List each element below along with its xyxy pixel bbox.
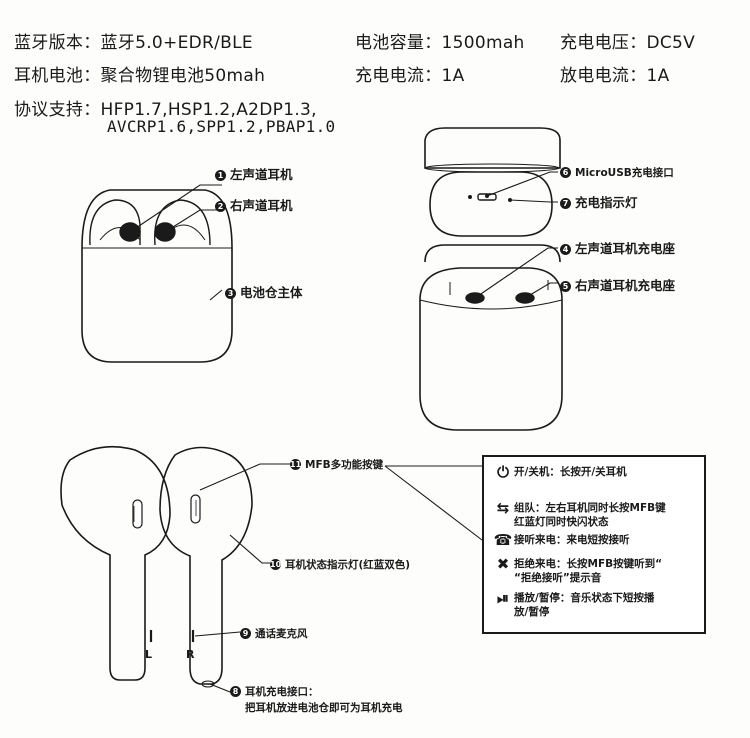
spec-value: 1500mah bbox=[441, 33, 525, 53]
left-earbud-mark: L bbox=[145, 648, 153, 661]
function-text: 拒绝来电：长按MFB按键听到“ “拒绝接听”提示音 bbox=[514, 558, 663, 584]
callout-number: 2 bbox=[215, 201, 226, 212]
function-row-power: ⏻ 开/关机：长按开/关耳机 bbox=[492, 463, 692, 481]
function-row-answer: ☎接听来电：来电短按接听 bbox=[492, 531, 692, 549]
play-pause-icon: ⏯ bbox=[496, 589, 509, 607]
callout-number: 5 bbox=[560, 281, 571, 292]
callout-number: 8 bbox=[230, 686, 241, 697]
callout-number: 4 bbox=[560, 244, 571, 255]
callout-call-microphone: 9 通话麦克风 bbox=[240, 626, 308, 641]
spec-value: 1A bbox=[441, 66, 465, 86]
spec-value: HFP1.7,HSP1.2,A2DP1.3, bbox=[100, 100, 317, 120]
callout-text: 通话麦克风 bbox=[255, 628, 308, 640]
function-row-pair: ⇆组队：左右耳机同时长按MFB键 红蓝灯同时快闪状态 bbox=[492, 501, 692, 529]
callout-number: 1 bbox=[215, 170, 226, 181]
callout-text: 右声道耳机 bbox=[230, 198, 293, 213]
callout-number: 6 bbox=[560, 167, 571, 178]
callout-number: 7 bbox=[560, 198, 571, 209]
mfb-function-panel: ⏻ 开/关机：长按开/关耳机 ⇆组队：左右耳机同时长按MFB键 红蓝灯同时快闪状态… bbox=[482, 455, 706, 634]
right-earbud-mark: R bbox=[186, 648, 195, 661]
spec-value: DC5V bbox=[646, 33, 696, 53]
function-text: 开/关机：长按开/关耳机 bbox=[514, 466, 627, 478]
callout-right-charging-slot: 5 右声道耳机充电座 bbox=[560, 275, 675, 294]
spec-label: 电池容量： bbox=[355, 33, 442, 53]
spec-earbud-battery: 耳机电池：聚合物锂电池50mah bbox=[14, 61, 265, 86]
function-text: 接听来电：来电短按接听 bbox=[514, 534, 630, 546]
left-earbud-illustration bbox=[60, 445, 171, 681]
reject-call-icon: ✖ bbox=[496, 555, 510, 573]
callout-text: 右声道耳机充电座 bbox=[575, 278, 676, 293]
charging-case-base-illustration bbox=[419, 244, 563, 431]
phone-icon: ☎ bbox=[493, 531, 513, 549]
spec-label: 耳机电池： bbox=[14, 66, 101, 86]
callout-right-earbud: 2 右声道耳机 bbox=[215, 195, 293, 214]
charging-case-front-illustration bbox=[429, 171, 553, 237]
callout-number: 3 bbox=[225, 288, 236, 299]
charging-case-open-illustration bbox=[81, 189, 233, 363]
callout-text: 左声道耳机 bbox=[230, 167, 293, 182]
callout-text: 耳机状态指示灯(红蓝双色) bbox=[285, 559, 411, 571]
spec-protocols: 协议支持：HFP1.7,HSP1.2,A2DP1.3, bbox=[14, 95, 317, 120]
spec-charge-current: 充电电流：1A bbox=[355, 61, 465, 86]
spec-protocols-line2: AVCRP1.6,SPP1.2,PBAP1.0 bbox=[107, 117, 336, 136]
callout-text: MFB多功能按键 bbox=[305, 459, 384, 471]
function-row-play-pause: ⏯ 播放/暂停：音乐状态下短按播 放/暂停 bbox=[492, 591, 692, 619]
spec-label: 充电电压： bbox=[560, 33, 647, 53]
spec-label: 放电电流： bbox=[560, 66, 647, 86]
callout-text: 左声道耳机充电座 bbox=[575, 241, 676, 256]
spec-discharge-current: 放电电流：1A bbox=[560, 61, 670, 86]
spec-value: 聚合物锂电池50mah bbox=[100, 66, 266, 86]
callout-microusb-port: 6 MicroUSB充电接口 bbox=[560, 165, 674, 180]
function-text: 播放/暂停：音乐状态下短按播 放/暂停 bbox=[514, 592, 655, 618]
right-earbud-illustration bbox=[159, 446, 253, 688]
callout-charging-indicator: 7 充电指示灯 bbox=[560, 192, 638, 211]
callout-left-charging-slot: 4 左声道耳机充电座 bbox=[560, 238, 675, 257]
callout-text: 电池仓主体 bbox=[240, 285, 303, 300]
callout-number: 9 bbox=[240, 628, 251, 639]
spec-label: 充电电流： bbox=[355, 66, 442, 86]
spec-value: 蓝牙5.0+EDR/BLE bbox=[100, 33, 253, 53]
spec-battery-capacity: 电池容量：1500mah bbox=[355, 28, 525, 53]
callout-earbud-charging-contact: 8 耳机充电接口： bbox=[230, 684, 319, 699]
spec-label: 协议支持： bbox=[14, 100, 101, 120]
power-icon: ⏻ bbox=[497, 463, 509, 481]
charging-case-lid-illustration bbox=[424, 127, 561, 173]
callout-number: 10 bbox=[270, 559, 282, 570]
callout-earbud-charging-contact-desc: 把耳机放进电池仓即可为耳机充电 bbox=[245, 702, 403, 714]
spec-value: 1A bbox=[646, 66, 670, 86]
callout-left-earbud: 1 左声道耳机 bbox=[215, 164, 293, 183]
callout-text: 充电指示灯 bbox=[575, 195, 638, 210]
spec-charge-voltage: 充电电压：DC5V bbox=[560, 28, 695, 53]
function-text: 组队：左右耳机同时长按MFB键 红蓝灯同时快闪状态 bbox=[514, 502, 666, 528]
callout-text: MicroUSB充电接口 bbox=[575, 167, 674, 179]
callout-text: 耳机充电接口： bbox=[245, 686, 319, 698]
callout-number: 11 bbox=[290, 459, 302, 470]
callout-battery-case-body: 3 电池仓主体 bbox=[225, 282, 303, 301]
spec-label: 蓝牙版本： bbox=[14, 33, 101, 53]
pair-icon: ⇆ bbox=[496, 499, 510, 517]
function-row-reject: ✖拒绝来电：长按MFB按键听到“ “拒绝接听”提示音 bbox=[492, 557, 692, 585]
spec-bt-version: 蓝牙版本：蓝牙5.0+EDR/BLE bbox=[14, 28, 253, 53]
